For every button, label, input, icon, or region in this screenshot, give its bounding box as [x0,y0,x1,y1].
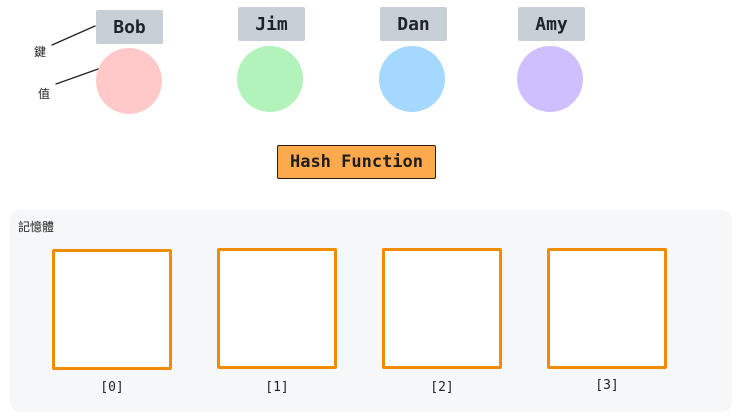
memory-cell-label-3: [3] [595,378,619,393]
memory-title: 記憶體 [18,220,55,234]
hash-function-box: Hash Function [277,145,436,179]
value-circle-dan [379,46,445,112]
value-circle-jim [237,46,303,112]
memory-cell-label-0: [0] [100,380,124,395]
value-annotation: 值 [38,87,51,101]
memory-cell-2 [382,248,502,369]
memory-cell-1 [217,248,337,369]
key-box-jim: Jim [238,7,305,41]
memory-cell-0 [52,249,172,370]
key-box-bob: Bob [96,10,163,44]
memory-cell-label-1: [1] [265,380,289,395]
key-box-dan: Dan [380,7,447,41]
key-box-amy: Amy [518,7,585,41]
value-connector-line [55,67,102,85]
value-circle-bob [96,48,162,114]
key-annotation: 鍵 [34,45,47,59]
memory-cell-label-2: [2] [430,380,454,395]
value-circle-amy [517,46,583,112]
memory-cell-3 [547,248,667,369]
key-connector-line [51,25,96,46]
